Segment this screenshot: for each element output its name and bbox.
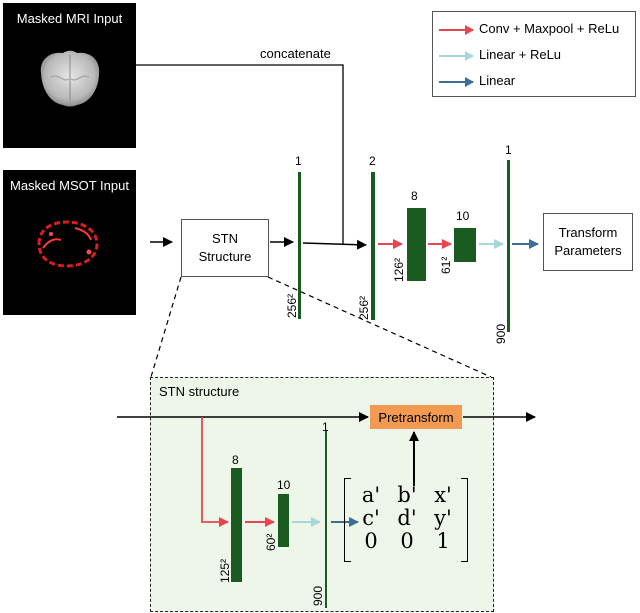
- stn-layer-2-side-label: 60²: [264, 533, 278, 551]
- msot-input-title: Masked MSOT Input: [10, 178, 129, 193]
- mri-input-title: Masked MRI Input: [16, 11, 123, 26]
- main-layer-5-top-label: 1: [505, 143, 512, 157]
- main-layer-4-side-label: 61²: [439, 256, 453, 274]
- matrix-cell: 0: [364, 529, 378, 553]
- legend-arrow-blue: [439, 77, 474, 87]
- matrix-bracket-right: [461, 478, 468, 562]
- stn-structure-box: STN Structure: [181, 219, 269, 277]
- legend-item-linear: Linear: [433, 72, 633, 92]
- stn-layer-1-bar: [231, 468, 242, 582]
- matrix-grid: a' b' x' c' d' y' 0 0 1: [354, 484, 460, 553]
- matrix-cell: b': [397, 483, 417, 507]
- stn-layer-2-bar: [278, 494, 289, 547]
- stn-layer-3-bar: [325, 431, 327, 608]
- msot-input-panel: Masked MSOT Input: [3, 170, 136, 315]
- main-layer-4-top-label: 10: [456, 209, 470, 223]
- matrix-cell: y': [434, 506, 452, 530]
- matrix-cell: x': [434, 483, 452, 507]
- main-layer-1-side-label: 256²: [285, 293, 299, 318]
- main-layer-2-top-label: 2: [369, 154, 376, 168]
- stn-branch-line: [201, 417, 229, 527]
- affine-matrix: a' b' x' c' d' y' 0 0 1: [344, 478, 468, 562]
- matrix-cell: a': [361, 483, 381, 507]
- zoom-line-right: [267, 276, 492, 378]
- main-layer-1-top-label: 1: [295, 154, 302, 168]
- main-layer-4-bar: [454, 228, 476, 262]
- main-layer-3-bar: [407, 208, 426, 281]
- stn-layer-3-side-label: 900: [311, 585, 325, 606]
- stn-layer-3-top-label: 1: [322, 420, 329, 434]
- main-layer-3-side-label: 126²: [392, 257, 406, 282]
- main-layer-2-side-label: 256²: [357, 295, 371, 320]
- main-layer-5-bar: [507, 160, 510, 332]
- concatenate-line: [136, 64, 344, 244]
- matrix-bracket-left: [344, 478, 351, 562]
- matrix-cell: 0: [400, 529, 414, 553]
- msot-brain-image: [37, 220, 99, 268]
- concatenate-label: concatenate: [260, 46, 331, 61]
- legend-label-linear: Linear: [479, 73, 516, 88]
- mri-brain-image: [40, 50, 100, 107]
- pretransform-box: Pretransform: [370, 405, 462, 429]
- stn-layer-2-top-label: 10: [277, 478, 291, 492]
- stn-box-line2: Structure: [198, 249, 252, 264]
- legend-item-conv: Conv + Maxpool + ReLu: [433, 20, 633, 40]
- mri-input-panel: Masked MRI Input: [3, 3, 136, 148]
- legend-label-linear-relu: Linear + ReLu: [479, 47, 562, 62]
- matrix-cell: c': [362, 506, 380, 530]
- output-line1: Transform: [558, 225, 618, 240]
- transform-parameters-box: Transform Parameters: [543, 213, 633, 271]
- matrix-cell: 1: [436, 529, 450, 553]
- main-layer-1-bar: [298, 172, 301, 319]
- legend-arrow-red: [439, 25, 474, 35]
- pretransform-label: Pretransform: [378, 409, 454, 425]
- stn-box-line1: STN: [212, 231, 238, 246]
- stn-panel-title: STN structure: [159, 384, 240, 399]
- stn-layer-1-side-label: 125²: [218, 558, 232, 583]
- legend-item-linear-relu: Linear + ReLu: [433, 46, 633, 66]
- main-layer-3-top-label: 8: [411, 189, 418, 203]
- matrix-cell: d': [397, 506, 417, 530]
- arrow-layer1-to-layer2: [302, 239, 367, 250]
- main-layer-5-side-label: 900: [494, 323, 508, 344]
- output-line2: Parameters: [554, 243, 622, 258]
- stn-layer-1-top-label: 8: [232, 453, 239, 467]
- main-layer-2-bar: [371, 172, 375, 320]
- legend-label-conv: Conv + Maxpool + ReLu: [479, 21, 620, 36]
- legend-arrow-cyan: [439, 51, 474, 61]
- legend: Conv + Maxpool + ReLu Linear + ReLu Line…: [432, 11, 636, 97]
